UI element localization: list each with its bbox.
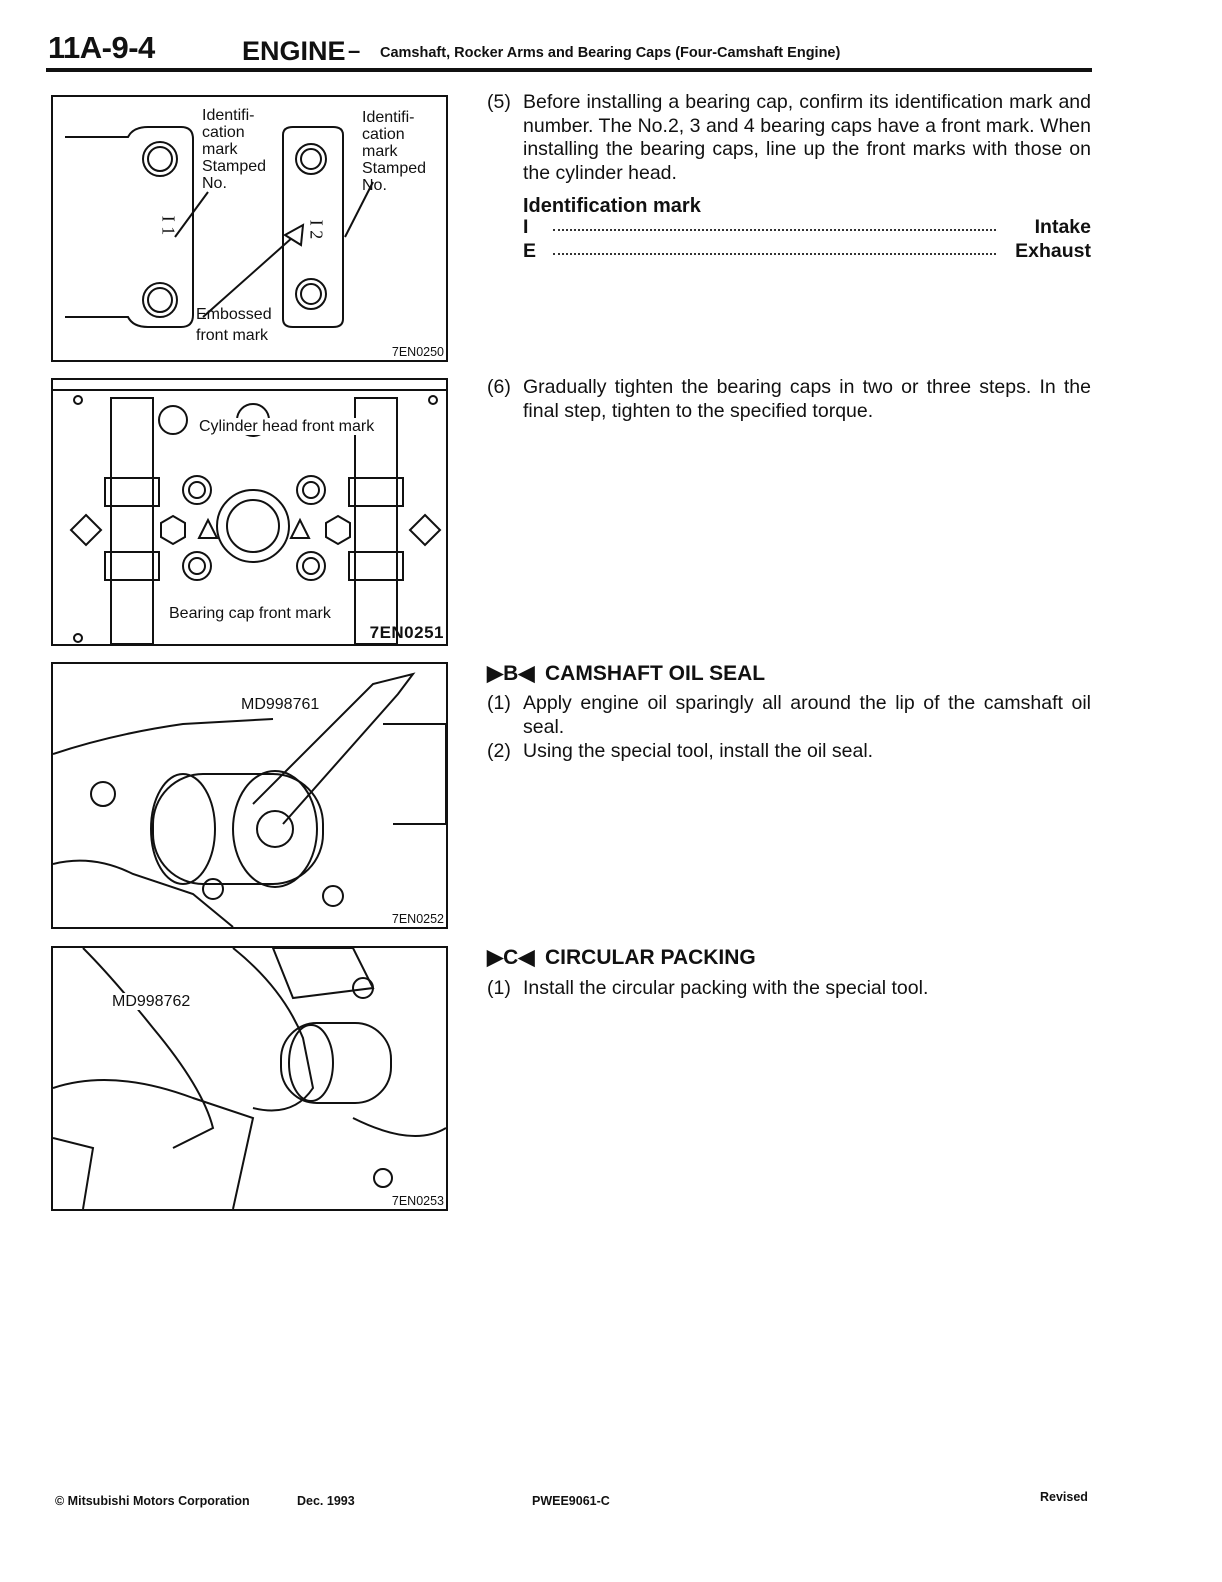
cylinder-head-drawing xyxy=(53,389,446,644)
section-c-title: CIRCULAR PACKING xyxy=(545,946,756,969)
figure-code: 7EN0250 xyxy=(391,345,444,359)
id-row-exhaust: E Exhaust xyxy=(523,240,1091,264)
section-subtitle: Camshaft, Rocker Arms and Bearing Caps (… xyxy=(380,45,841,61)
stamp-left: I 1 xyxy=(158,215,179,236)
figure-oil-seal-installer: MD998761 7EN0252 xyxy=(51,662,448,929)
step-number: (5) xyxy=(487,91,511,113)
header-dash: – xyxy=(348,38,361,63)
step-number: (1) xyxy=(487,692,511,714)
footer-code: PWEE9061-C xyxy=(532,1494,610,1508)
section-b-heading: ▶B◀ CAMSHAFT OIL SEAL xyxy=(487,661,765,686)
section-b-step-1: (1) Apply engine oil sparingly all aroun… xyxy=(487,692,1091,739)
oil-seal-drawing xyxy=(53,672,446,927)
figure-code: 7EN0252 xyxy=(391,912,444,926)
leader-dots xyxy=(553,229,996,231)
label-right-id-mark: Identifi- cation mark Stamped No. xyxy=(362,109,427,194)
section-c-heading: ▶C◀ CIRCULAR PACKING xyxy=(487,945,756,970)
label-bearing-cap-front-mark: Bearing cap front mark xyxy=(169,605,331,622)
footer-status: Revised xyxy=(1040,1490,1088,1504)
section-c-step-1: (1) Install the circular packing with th… xyxy=(487,977,1091,1001)
leader-dots xyxy=(553,253,996,255)
step-text: Install the circular packing with the sp… xyxy=(523,977,929,999)
id-value: Intake xyxy=(1034,216,1091,238)
circular-packing-drawing xyxy=(53,948,446,1209)
footer-copyright: © Mitsubishi Motors Corporation xyxy=(55,1494,250,1508)
step-text: Apply engine oil sparingly all around th… xyxy=(523,692,1091,738)
label-tool-md998761: MD998761 xyxy=(241,696,320,713)
section-marker-b: ▶B◀ xyxy=(487,662,535,685)
section-marker-c: ▶C◀ xyxy=(487,946,535,969)
label-embossed-front-mark: Embossed front mark xyxy=(196,306,272,344)
figure-code: 7EN0251 xyxy=(369,623,444,642)
figure-cylinder-head-marks: Cylinder head front mark Bearing cap fro… xyxy=(51,378,448,646)
label-left-id-mark: Identifi- cation mark Stamped No. xyxy=(202,107,267,192)
identification-mark-heading: Identification mark xyxy=(523,195,701,217)
step-number: (6) xyxy=(487,376,511,398)
section-title: ENGINE xyxy=(242,36,346,66)
header-rule xyxy=(46,68,1092,72)
figure-code: 7EN0253 xyxy=(391,1194,444,1208)
figure-circular-packing-installer: MD998762 7EN0253 xyxy=(51,946,448,1211)
page-number: 11A-9-4 xyxy=(48,30,155,65)
section-b-title: CAMSHAFT OIL SEAL xyxy=(545,662,766,685)
step-5: (5) Before installing a bearing cap, con… xyxy=(487,91,1091,185)
stamp-right: I 2 xyxy=(306,219,327,240)
section-b-step-2: (2) Using the special tool, install the … xyxy=(487,740,1091,764)
step-text: Before installing a bearing cap, confirm… xyxy=(523,91,1091,184)
id-value: Exhaust xyxy=(1015,240,1091,262)
step-text: Using the special tool, install the oil … xyxy=(523,740,874,762)
label-tool-md998762: MD998762 xyxy=(112,993,191,1010)
step-number: (2) xyxy=(487,740,511,762)
step-text: Gradually tighten the bearing caps in tw… xyxy=(523,376,1091,422)
step-number: (1) xyxy=(487,977,511,999)
id-row-intake: I Intake xyxy=(523,216,1091,240)
step-6: (6) Gradually tighten the bearing caps i… xyxy=(487,376,1091,423)
footer-date: Dec. 1993 xyxy=(297,1494,355,1508)
id-key: I xyxy=(523,216,529,238)
figure-bearing-cap-id-marks: I 1 I 2 Identifi- cation mark Stamped No… xyxy=(51,95,448,362)
label-cylinder-head-front-mark: Cylinder head front mark xyxy=(199,418,375,435)
bearing-cap-drawing xyxy=(65,126,374,328)
id-key: E xyxy=(523,240,537,262)
